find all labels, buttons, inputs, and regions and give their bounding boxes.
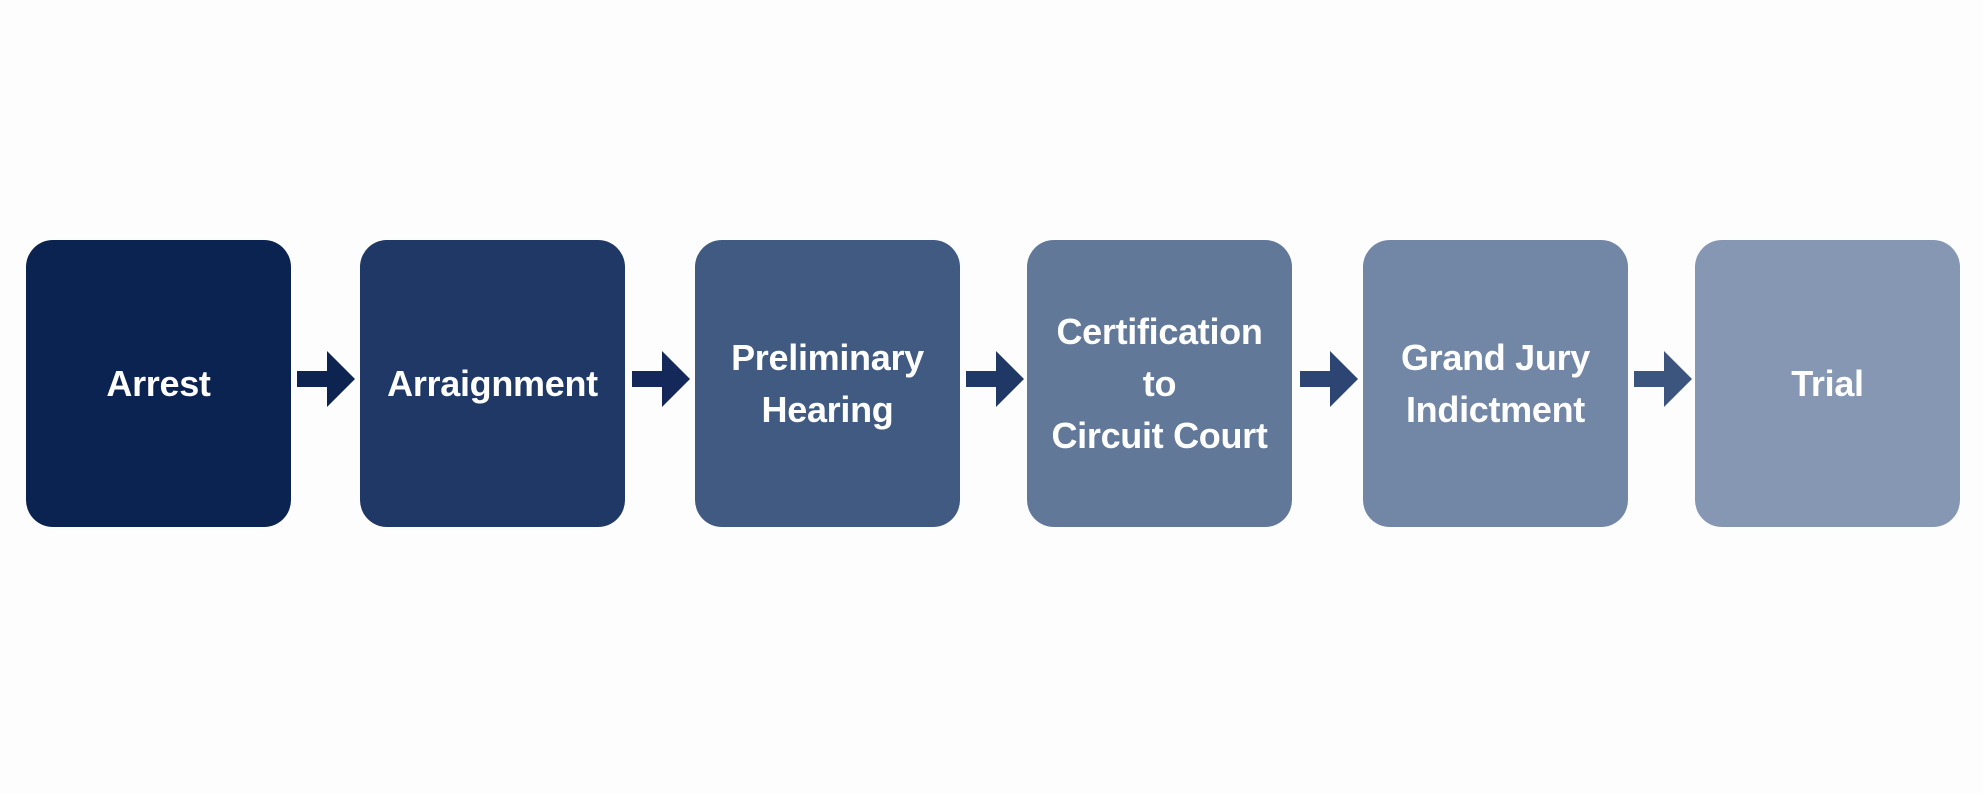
step-label: Certification to Circuit Court: [1051, 310, 1268, 456]
arrow-right-icon: [1634, 351, 1692, 407]
step-arraignment: Arraignment: [360, 240, 625, 527]
arrow-right-icon: [632, 351, 690, 407]
step-certification-to-circuit-court: Certification to Circuit Court: [1027, 240, 1292, 527]
step-preliminary-hearing: Preliminary Hearing: [695, 240, 960, 527]
step-label: Arraignment: [387, 362, 598, 404]
step-arrest: Arrest: [26, 240, 291, 527]
step-trial: Trial: [1695, 240, 1960, 527]
step-label: Arrest: [106, 362, 211, 404]
step-grand-jury-indictment: Grand Jury Indictment: [1363, 240, 1628, 527]
step-label: Grand Jury Indictment: [1400, 336, 1591, 430]
step-label: Trial: [1791, 362, 1864, 404]
arrow-right-icon: [1300, 351, 1358, 407]
arrow-right-icon: [297, 351, 355, 407]
step-label: Preliminary Hearing: [731, 336, 924, 430]
arrow-right-icon: [966, 351, 1024, 407]
